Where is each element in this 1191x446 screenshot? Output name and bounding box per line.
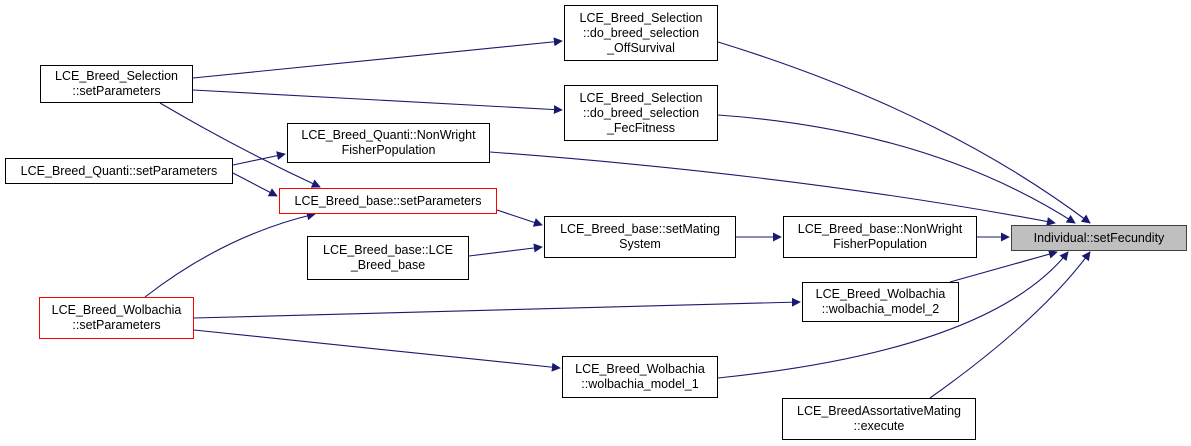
node-breed-base-setparameters[interactable]: LCE_Breed_base::setParameters: [279, 188, 497, 214]
node-breed-quanti-setparameters[interactable]: LCE_Breed_Quanti::setParameters: [5, 158, 233, 184]
edge-quanti-setparams-to-base-setparams: [232, 172, 278, 197]
node-breedassortativemating-execute[interactable]: LCE_BreedAssortativeMating ::execute: [782, 398, 976, 440]
edge-model1-to-target: [717, 251, 1069, 379]
node-label-line: LCE_Breed_Quanti::setParameters: [20, 163, 218, 178]
edge-base-ctor-to-setmating: [468, 243, 543, 257]
node-label-line: _FecFitness: [606, 120, 676, 135]
node-breed-wolbachia-model-2[interactable]: LCE_Breed_Wolbachia ::wolbachia_model_2: [802, 282, 959, 322]
node-breed-selection-do-breed-selection-fecfitness[interactable]: LCE_Breed_Selection ::do_breed_selection…: [564, 85, 718, 141]
node-breed-base-nonwrightfisherpopulation[interactable]: LCE_Breed_base::NonWright FisherPopulati…: [783, 216, 977, 258]
node-individual-setfecundity: Individual::setFecundity: [1011, 225, 1187, 251]
node-label-line: System: [619, 237, 661, 251]
node-label-line: LCE_BreedAssortativeMating: [797, 404, 961, 418]
node-label-line: _Breed_base: [350, 258, 426, 272]
node-label-line: ::wolbachia_model_2: [821, 302, 940, 316]
node-label-line: LCE_Breed_Wolbachia: [815, 287, 946, 301]
node-label-line: LCE_Breed_Selection: [579, 90, 703, 105]
edge-sel-setparams-to-fec: [192, 89, 563, 115]
edge-sel-setparams-to-base-setparams: [159, 102, 321, 188]
node-label-line: ::do_breed_selection: [582, 25, 700, 40]
edge-base-setparams-to-setmating: [496, 209, 543, 227]
node-label-line: LCE_Breed_base::LCE: [323, 243, 453, 257]
node-label-line: LCE_Breed_base::NonWright: [797, 222, 963, 236]
node-label-line: ::setParameters: [72, 318, 161, 332]
node-label-line: Individual::setFecundity: [1033, 230, 1165, 245]
node-label-line: ::execute: [853, 419, 905, 433]
node-label-line: ::wolbachia_model_1: [581, 377, 699, 391]
node-breed-selection-do-breed-selection-offsurvival[interactable]: LCE_Breed_Selection ::do_breed_selection…: [564, 5, 718, 61]
node-label-line: ::do_breed_selection: [582, 105, 700, 120]
edge-off-to-target: [717, 41, 1091, 224]
node-label-line: FisherPopulation: [341, 143, 436, 157]
node-breed-selection-setparameters[interactable]: LCE_Breed_Selection ::setParameters: [40, 65, 193, 103]
edge-wol-setparams-to-model1: [193, 329, 561, 372]
edge-sel-setparams-to-off: [192, 37, 563, 79]
node-label-line: LCE_Breed_base::setParameters: [294, 193, 482, 208]
node-label-line: LCE_Breed_Wolbachia: [575, 362, 705, 376]
node-label-line: FisherPopulation: [833, 237, 927, 251]
node-label-line: LCE_Breed_Selection: [55, 69, 178, 83]
edge-model2-to-target: [949, 249, 1058, 283]
node-label-line: LCE_Breed_base::setMating: [560, 222, 720, 236]
node-label-line: LCE_Breed_Quanti::NonWright: [301, 128, 476, 142]
edge-quanti-nwfp-to-target: [489, 151, 1056, 226]
node-label-line: LCE_Breed_Wolbachia: [51, 303, 182, 317]
edge-quanti-setparams-to-quanti-nwfp: [232, 151, 286, 166]
node-breed-quanti-nonwrightfisherpopulation[interactable]: LCE_Breed_Quanti::NonWright FisherPopula…: [287, 123, 490, 163]
edge-fec-to-target: [717, 114, 1076, 224]
node-breed-wolbachia-model-1[interactable]: LCE_Breed_Wolbachia ::wolbachia_model_1: [562, 356, 718, 398]
node-breed-base-setmatingsystem[interactable]: LCE_Breed_base::setMating System: [544, 216, 736, 258]
edge-wol-setparams-to-model2: [193, 297, 801, 319]
node-label-line: ::setParameters: [72, 84, 161, 98]
edge-wol-setparams-to-base-setparams: [144, 211, 316, 298]
edge-assort-exec-to-target: [929, 251, 1091, 399]
node-label-line: _OffSurvival: [607, 40, 675, 55]
node-breed-wolbachia-setparameters[interactable]: LCE_Breed_Wolbachia ::setParameters: [39, 297, 194, 339]
node-label-line: LCE_Breed_Selection: [579, 10, 703, 25]
node-breed-base-constructor[interactable]: LCE_Breed_base::LCE _Breed_base: [307, 236, 469, 280]
